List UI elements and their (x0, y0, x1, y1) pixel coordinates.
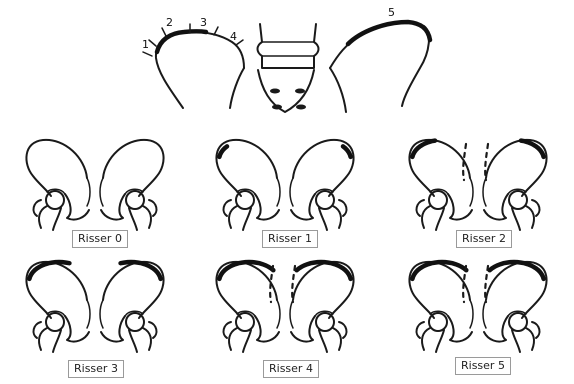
ischium (65, 316, 89, 342)
sacrum (470, 300, 486, 328)
left-iliac-wing (156, 32, 244, 108)
femoral-head (126, 313, 144, 331)
femoral-head (429, 313, 447, 331)
stage-label: Risser 4 (263, 360, 319, 378)
ischium (484, 316, 508, 342)
ischium (65, 194, 89, 220)
right-ilium (26, 140, 87, 196)
pelvis-panel (216, 262, 353, 352)
femoral-head (126, 191, 144, 209)
ischium (484, 194, 508, 220)
zone-number: 1 (142, 38, 149, 51)
zone-number: 3 (200, 16, 207, 29)
pelvis-panel (216, 140, 353, 230)
zone-number: 5 (388, 6, 395, 19)
right-apophysis (348, 22, 430, 44)
right-iliac-wing (330, 23, 429, 106)
sacrum (230, 68, 346, 112)
ischium (291, 194, 315, 220)
pelvis-panel (409, 262, 546, 352)
sacrum-lower (258, 70, 314, 112)
stage-label: Risser 3 (68, 360, 124, 378)
sacrum (470, 178, 486, 206)
vertebra-disc (262, 42, 314, 56)
ischium (101, 316, 125, 342)
femoral-head (429, 191, 447, 209)
ischium (255, 316, 279, 342)
iliac-apophysis (343, 146, 351, 157)
pelvis-panel (26, 262, 163, 352)
femoral-head (316, 313, 334, 331)
top-pelvis: 1 2 3 4 5 (142, 6, 430, 112)
stage-label: Risser 1 (262, 230, 318, 248)
femoral-head (509, 191, 527, 209)
iliac-apophysis (219, 146, 227, 157)
stage-label: Risser 2 (456, 230, 512, 248)
ischium (101, 194, 125, 220)
sacrum (87, 300, 103, 328)
femoral-head (509, 313, 527, 331)
sacrum (87, 178, 103, 206)
femoral-head (316, 191, 334, 209)
femoral-head (46, 191, 64, 209)
pelvis-panel (26, 140, 163, 230)
femoral-head (236, 191, 254, 209)
ischium (291, 316, 315, 342)
ischium (255, 194, 279, 220)
sacrum (277, 300, 293, 328)
pelvis-panel (409, 140, 546, 230)
zone-number: 4 (230, 30, 237, 43)
femoral-head (46, 313, 64, 331)
vertebra (258, 24, 319, 68)
femoral-head (236, 313, 254, 331)
stage-label: Risser 5 (455, 357, 511, 375)
ischium (448, 194, 472, 220)
stage-label: Risser 0 (72, 230, 128, 248)
sacrum (277, 178, 293, 206)
left-ilium (103, 140, 164, 196)
zone-number: 2 (166, 16, 173, 29)
ischium (448, 316, 472, 342)
